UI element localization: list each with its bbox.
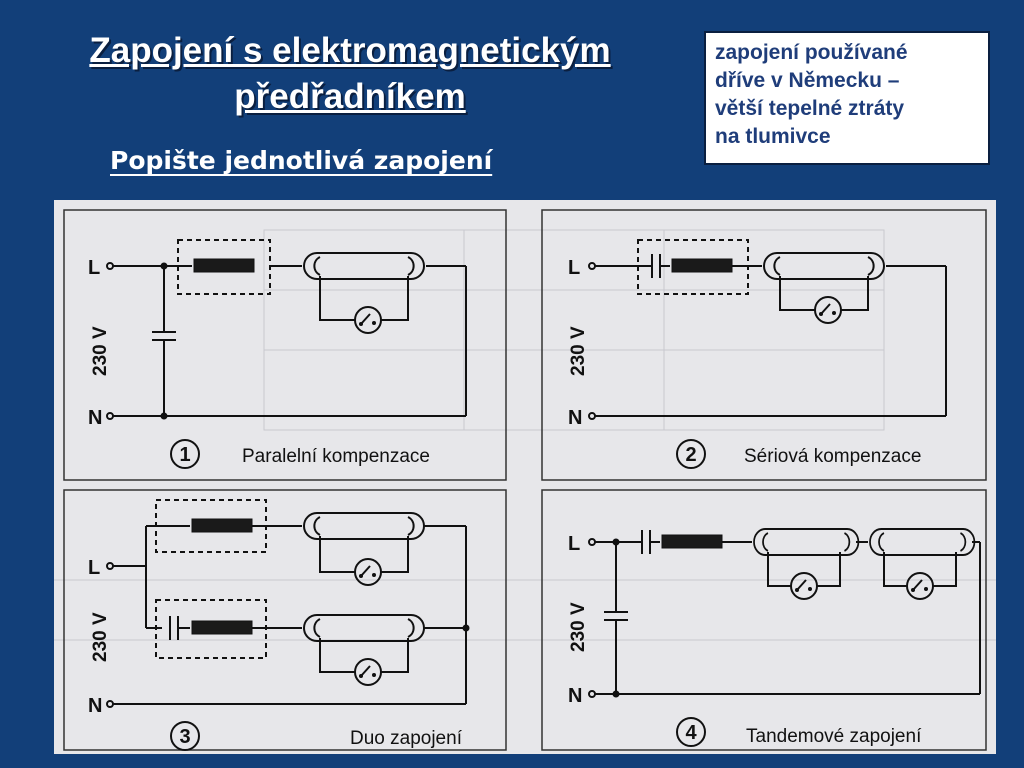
panel-4-neutral-label: N [568, 685, 582, 707]
title-line-2: předřadníkem [234, 77, 466, 116]
panel-4-circuit [588, 530, 981, 698]
note-line: na tlumivce [715, 125, 831, 148]
panel-1-frame [63, 209, 507, 481]
panel-2-neutral-label: N [568, 407, 582, 429]
panel-3-number-circle [170, 721, 200, 751]
panel-4-number: 4 [685, 722, 697, 744]
panel-2-line-label: L [568, 257, 580, 279]
panel-2-number: 2 [685, 444, 696, 466]
panel-1-neutral-label: N [88, 407, 102, 429]
panel-1-number: 1 [179, 444, 190, 466]
panel-3-neutral-label: N [88, 695, 102, 717]
background-ghost-table [54, 229, 996, 641]
panel-3-line-label: L [88, 557, 100, 579]
panel-4-voltage-label: 230 V [568, 602, 589, 652]
panel-1-number-circle [170, 439, 200, 469]
panel-2-frame [541, 209, 987, 481]
note-line: dříve v Německu – [715, 69, 900, 92]
panel-1-caption: Paralelní kompenzace [242, 446, 430, 467]
panel-3-circuit [106, 499, 470, 708]
note-line: zapojení používané [715, 41, 908, 64]
panel-1-circuit [106, 239, 467, 420]
panel-3-voltage-label: 230 V [90, 612, 111, 662]
panel-2-number-circle [676, 439, 706, 469]
panel-3-number: 3 [179, 726, 190, 748]
panel-4-number-circle [676, 717, 706, 747]
panel-4-line-label: L [568, 533, 580, 555]
note-line: větší tepelné ztráty [715, 97, 905, 120]
panel-1-line-label: L [88, 257, 100, 279]
title-line-1: Zapojení s elektromagnetickým [89, 31, 611, 70]
panel-4-caption: Tandemové zapojení [746, 726, 922, 747]
panel-3-caption: Duo zapojení [350, 728, 463, 749]
panel-4-frame [541, 489, 987, 751]
slide-title: Zapojení s elektromagnetickým předřadník… [20, 28, 680, 120]
panel-2-circuit [588, 239, 947, 420]
note-box: zapojení používané dříve v Německu – vět… [704, 31, 990, 165]
panel-1-voltage-label: 230 V [90, 326, 111, 376]
panel-2-caption: Sériová kompenzace [744, 446, 921, 467]
circuit-diagram-svg: L N 230 V 1 Paralelní kompenzace L N 230… [54, 209, 996, 751]
slide-subtitle: Popište jednotlivá zapojení [110, 146, 493, 175]
panel-2-voltage-label: 230 V [568, 326, 589, 376]
panel-3-frame [63, 489, 507, 751]
circuit-diagram: L N 230 V 1 Paralelní kompenzace L N 230… [54, 200, 996, 754]
